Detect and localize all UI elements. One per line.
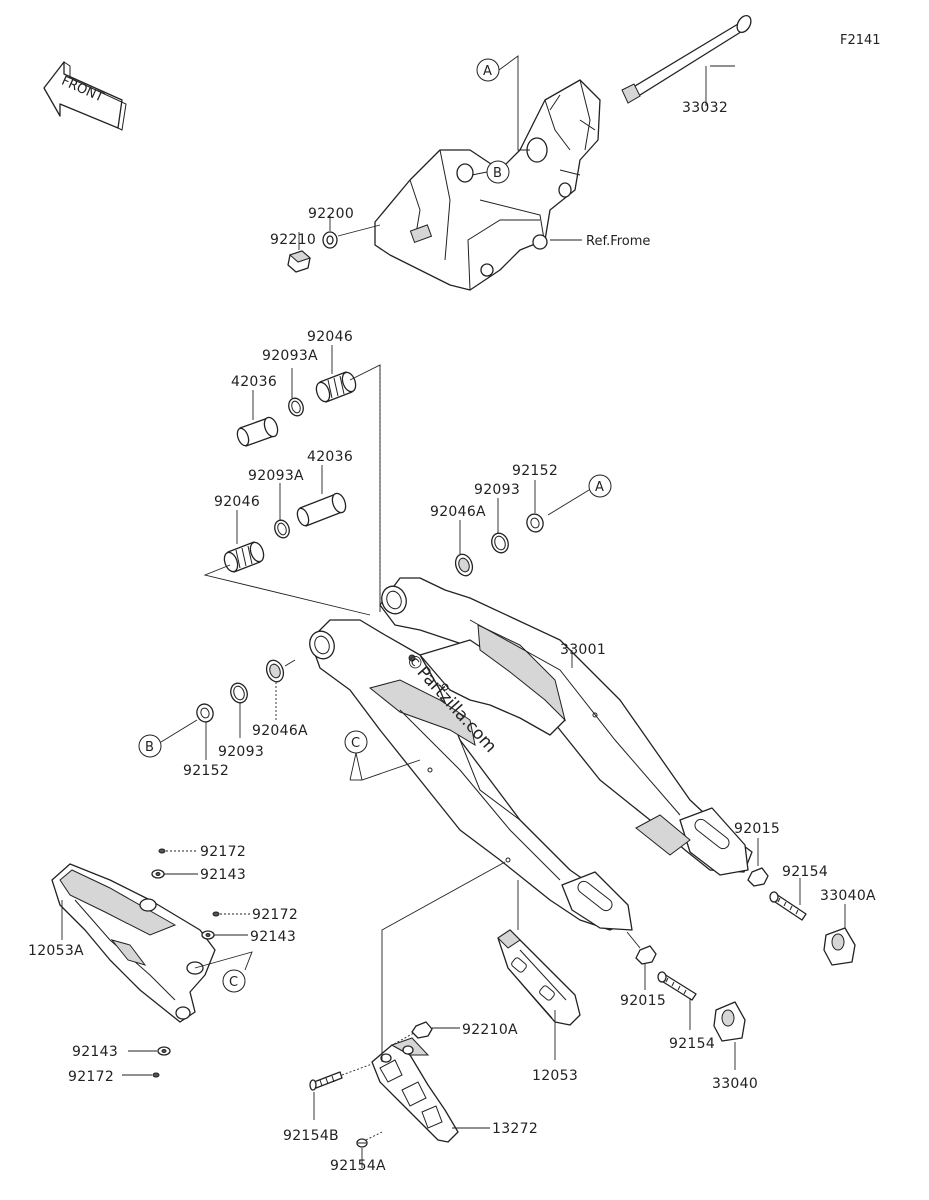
screw-92172-b [212, 911, 220, 917]
bearing-92046-mid [223, 541, 265, 573]
label-92093a-mid: 92093A [248, 468, 304, 484]
label-92152-left: 92152 [183, 763, 229, 779]
callout-b-left-label: B [145, 740, 154, 755]
label-33040: 33040 [712, 1076, 758, 1092]
callout-b-left [138, 734, 162, 758]
bolt-92154b [309, 1071, 343, 1091]
callout-a-right [588, 474, 612, 498]
collar-42036-top [236, 416, 279, 447]
callout-c-guard-label: C [229, 975, 238, 990]
label-92093-right: 92093 [474, 482, 520, 498]
label-92046a-right: 92046A [430, 504, 486, 520]
label-92093-left: 92093 [218, 744, 264, 760]
label-33032: 33032 [682, 100, 728, 116]
callout-c-guard [222, 969, 246, 993]
nut-92015-left [635, 945, 657, 965]
seal-92093-left [230, 682, 248, 704]
adjuster-33040 [713, 1001, 746, 1042]
collar-42036-mid [296, 492, 347, 527]
bolt-92154-right [769, 891, 807, 921]
bearing-92046-top [315, 371, 357, 403]
label-42036-mid: 42036 [307, 449, 353, 465]
label-92172-a: 92172 [200, 844, 246, 860]
chain-guide-13272 [371, 1037, 459, 1143]
label-92046-mid: 92046 [214, 494, 260, 510]
label-92200: 92200 [308, 206, 354, 222]
screw-92172-a [158, 848, 166, 854]
label-92046a-left: 92046A [252, 723, 308, 739]
label-92210: 92210 [270, 232, 316, 248]
label-92154b: 92154B [283, 1128, 339, 1144]
bolt-92154a [356, 1138, 368, 1148]
label-33001: 33001 [560, 642, 606, 658]
callout-c-mid-label: C [351, 736, 360, 751]
label-42036-top: 42036 [231, 374, 277, 390]
callout-a-top-label: A [483, 64, 492, 79]
adjuster-33040a [823, 927, 856, 966]
nut-92210a [411, 1021, 433, 1039]
front-arrow: FRONT [43, 61, 127, 131]
chain-slider-12053 [497, 929, 581, 1026]
figure-code: F2141 [840, 33, 881, 48]
label-92143-b: 92143 [250, 929, 296, 945]
label-92154-right: 92154 [782, 864, 828, 880]
washer-92152-right [526, 513, 544, 533]
seal-92093a-mid [274, 519, 290, 539]
callout-b-top-label: B [493, 166, 502, 181]
label-12053a: 12053A [28, 943, 84, 959]
label-92046-top: 92046 [307, 329, 353, 345]
chain-slider-12053a [51, 863, 216, 1023]
label-33040a: 33040A [820, 888, 876, 904]
washer-92152-left [196, 703, 214, 723]
seal-92093a-top [288, 397, 304, 417]
label-92172-c: 92172 [68, 1069, 114, 1085]
nut-92015-right [747, 867, 769, 887]
label-12053: 12053 [532, 1068, 578, 1084]
seal-92093-right [491, 532, 509, 554]
label-92210a: 92210A [462, 1022, 518, 1038]
label-92154a: 92154A [330, 1158, 386, 1174]
label-92015-right: 92015 [734, 821, 780, 837]
label-92154-left: 92154 [669, 1036, 715, 1052]
swingarm [309, 577, 753, 931]
label-92152-right: 92152 [512, 463, 558, 479]
frame-reference [374, 79, 601, 291]
label-92015-left: 92015 [620, 993, 666, 1009]
screw-92172-c [152, 1072, 160, 1078]
pivot-shaft [621, 14, 752, 104]
label-13272: 13272 [492, 1121, 538, 1137]
ref-frame-label: Ref.Frome [586, 234, 650, 249]
label-92143-c: 92143 [72, 1044, 118, 1060]
bolt-92154-left [657, 971, 697, 1001]
callout-a-right-label: A [595, 480, 604, 495]
label-92143-a: 92143 [200, 867, 246, 883]
label-92093a-top: 92093A [262, 348, 318, 364]
label-92172-b: 92172 [252, 907, 298, 923]
